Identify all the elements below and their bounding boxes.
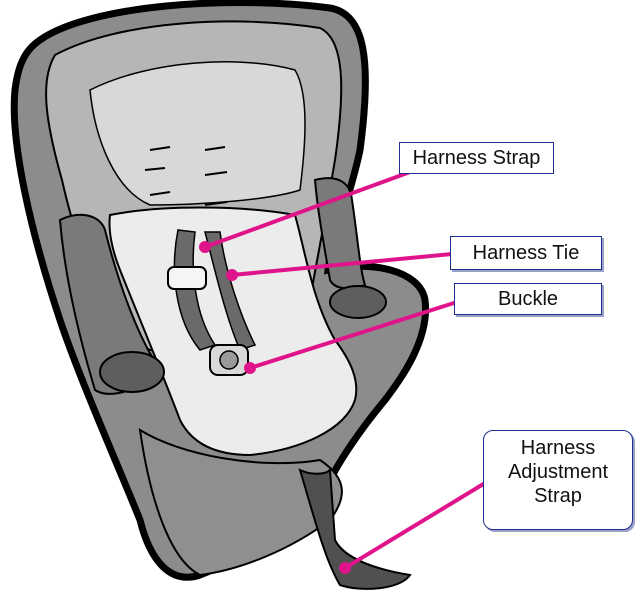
leader-line-harness-adjustment-strap bbox=[345, 480, 490, 568]
label-harness-strap: Harness Strap bbox=[399, 142, 554, 174]
buckle-dot bbox=[244, 362, 256, 374]
car-seat-illustration bbox=[14, 3, 425, 589]
label-harness-adjustment-strap: Harness Adjustment Strap bbox=[483, 430, 633, 530]
buckle-illustration bbox=[210, 345, 248, 375]
right-armrest-cup bbox=[330, 286, 386, 318]
harness-adjustment-strap-dot bbox=[339, 562, 351, 574]
harness-tie-dot bbox=[226, 269, 238, 281]
harness-strap-dot bbox=[199, 241, 211, 253]
left-armrest-cup bbox=[100, 352, 164, 392]
label-buckle: Buckle bbox=[454, 283, 602, 315]
label-harness-tie: Harness Tie bbox=[450, 236, 602, 270]
harness-tie-clip bbox=[168, 267, 206, 289]
headrest bbox=[90, 62, 305, 205]
